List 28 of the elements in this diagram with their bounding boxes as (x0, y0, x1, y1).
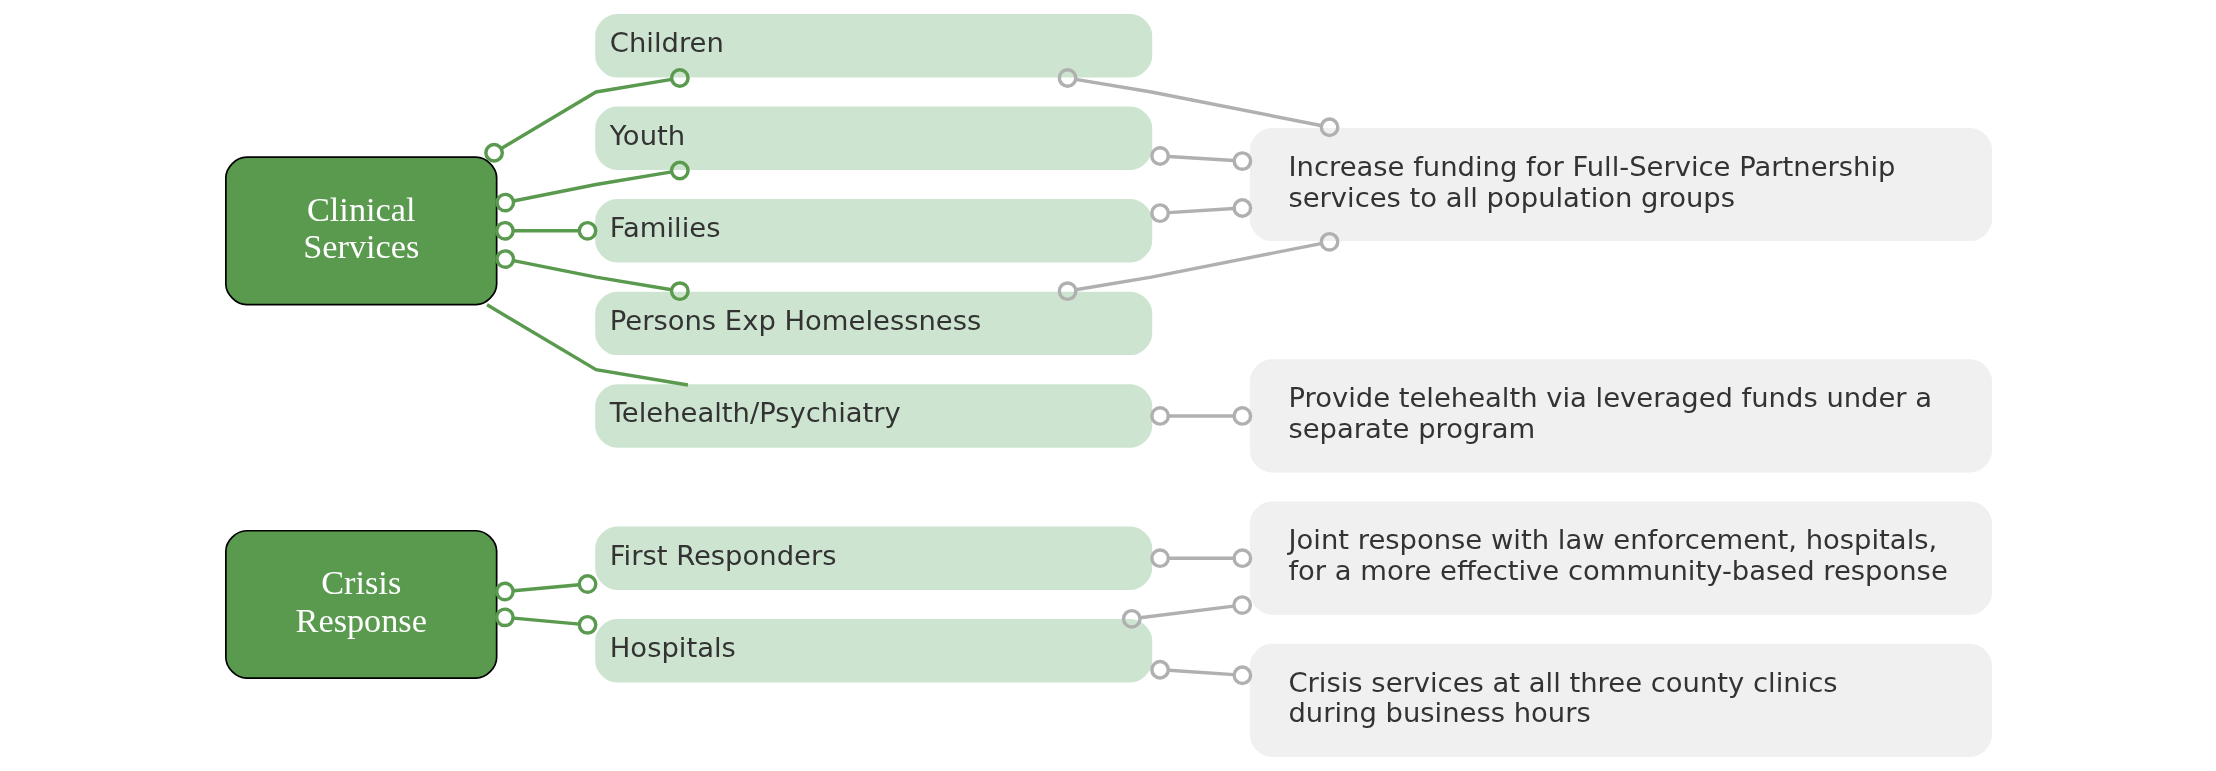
connector (485, 303, 688, 387)
connector (483, 68, 690, 163)
node-box: Provide telehealth via leveraged funds under a separate program (1249, 359, 1992, 473)
connector (1149, 405, 1252, 426)
node-box: Youth (594, 106, 1152, 170)
connector (494, 574, 597, 602)
connector (1057, 231, 1339, 302)
connector (494, 249, 690, 302)
node-box: Families (594, 199, 1152, 263)
connector (1121, 595, 1252, 629)
node-box: Hospitals (594, 619, 1152, 683)
node-box: Crisis Response (224, 529, 497, 679)
connector (1057, 68, 1339, 138)
node-box: Children (594, 14, 1152, 78)
connector (1149, 198, 1252, 224)
node-box: Joint response with law enforcement, hospitals, for a more effective community-based response (1249, 501, 1992, 615)
connector (494, 160, 690, 213)
node-box: Clinical Services (224, 156, 497, 306)
node-box: Increase funding for Full-Service Partnership services to all population groups (1249, 128, 1992, 242)
connector (494, 220, 597, 241)
connector (1149, 659, 1252, 686)
connector (1149, 548, 1252, 569)
node-box: Crisis services at all three county clinics during business hours (1249, 643, 1992, 757)
node-box: Telehealth/Psychiatry (594, 384, 1152, 448)
connector (494, 607, 597, 635)
connector (1149, 146, 1252, 172)
node-box: Persons Exp Homelessness (594, 291, 1152, 356)
node-box: First Responders (594, 526, 1152, 590)
